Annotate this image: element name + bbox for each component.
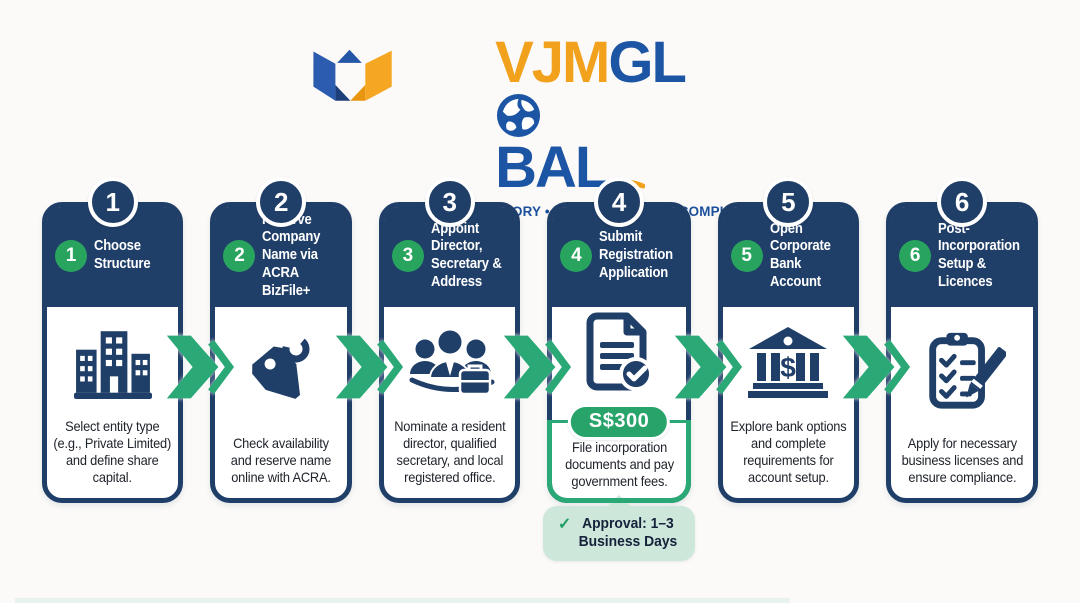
step-number-badge: 3	[424, 177, 475, 227]
step-number-badge: 5	[763, 177, 814, 227]
step-body: Nominate a resident director, qualified …	[384, 307, 515, 498]
step-number-circle: 6	[899, 240, 932, 272]
step-header: 4 Submit Registration Application	[552, 207, 686, 307]
step-card: 6 6 Post- Incorporation Setup & Licences	[886, 177, 1038, 503]
brand-gl: GL	[608, 30, 687, 95]
step-description: Select entity type (e.g., Private Limite…	[53, 418, 172, 485]
team-icon	[409, 328, 495, 396]
globe-icon	[497, 93, 541, 138]
flow-arrow-icon	[167, 335, 235, 399]
step-number-badge: 1	[87, 177, 138, 227]
step-number-circle: 5	[730, 240, 763, 272]
bottom-edge-artifact	[15, 598, 790, 603]
brand-bal: BAL	[495, 135, 610, 200]
step-2: 2 2 Reserve Company Name via ACRA BizFil…	[210, 170, 404, 503]
step-1: 1 1 Choose Structure	[42, 170, 235, 503]
flow-arrow-icon	[842, 335, 911, 399]
step-description: File incorporation documents and pay gov…	[564, 440, 674, 490]
step-description: Apply for necessary business licenses an…	[901, 435, 1023, 485]
step-body: $ Explore bank options and complete requ…	[723, 307, 855, 498]
step-6: 6 6 Post- Incorporation Setup & Licences	[886, 170, 1038, 503]
step-body: Apply for necessary business licenses an…	[891, 307, 1033, 498]
price-tag-icon	[252, 335, 310, 399]
step-title: Submit Registration Application	[599, 229, 674, 281]
step-card: 1 1 Choose Structure	[42, 177, 184, 503]
step-description: Nominate a resident director, qualified …	[394, 418, 506, 485]
document-check-icon	[586, 312, 654, 391]
brand-vjm: VJM	[495, 30, 610, 95]
step-card: 2 2 Reserve Company Name via ACRA BizFil…	[210, 177, 352, 503]
step-card: 4 4 Submit Registration Application S$30…	[547, 177, 691, 503]
step-title: Choose Structure	[94, 238, 151, 272]
step-number-circle: 1	[55, 240, 87, 272]
clipboard-pencil-icon	[929, 332, 1007, 409]
step-number-badge: 6	[937, 177, 988, 227]
check-icon: ✓	[557, 516, 572, 533]
approval-note: ✓ Approval: 1–3 Business Days	[543, 506, 696, 562]
step-title: Appoint Director, Secretary & Address	[430, 220, 502, 290]
step-number-circle: 2	[223, 240, 256, 272]
flow-arrow-icon	[504, 335, 572, 399]
dollar-symbol: $	[781, 352, 797, 383]
step-4: 4 4 Submit Registration Application S$30…	[543, 170, 742, 562]
step-body: Select entity type (e.g., Private Limite…	[47, 307, 178, 498]
step-header: 6 Post- Incorporation Setup & Licences	[891, 207, 1033, 307]
step-card: 5 5 Open Corporate Bank Account $	[717, 177, 860, 503]
fee-badge: S$300	[567, 404, 671, 440]
process-steps: 1 1 Choose Structure	[42, 170, 1038, 562]
step-description: Explore bank options and complete requir…	[730, 418, 847, 485]
logo-mark-icon	[313, 49, 392, 101]
building-icon	[73, 331, 152, 400]
step-3: 3 3 Appoint Director, Secretary & Addres…	[378, 170, 572, 503]
bank-icon: $	[748, 327, 829, 399]
step-body: File incorporation documents and pay gov…	[552, 307, 685, 498]
step-number-badge: 4	[594, 177, 645, 227]
step-card: 3 3 Appoint Director, Secretary & Addres…	[378, 177, 521, 503]
step-5: 5 5 Open Corporate Bank Account $	[717, 170, 911, 503]
step-number-circle: 3	[391, 240, 424, 272]
step-title: Open Corporate Bank Account	[769, 220, 831, 290]
approval-note-text: Approval: 1–3 Business Days	[578, 516, 678, 551]
step-number-badge: 2	[256, 177, 307, 227]
flow-arrow-icon	[335, 335, 404, 399]
step-number-circle: 4	[560, 240, 593, 272]
step-description: Check availability and reserve name onli…	[230, 435, 332, 485]
step-body: Check availability and reserve name onli…	[215, 307, 346, 498]
step-title: Post- Incorporation Setup & Licences	[938, 220, 1020, 290]
flow-arrow-icon	[674, 335, 742, 399]
